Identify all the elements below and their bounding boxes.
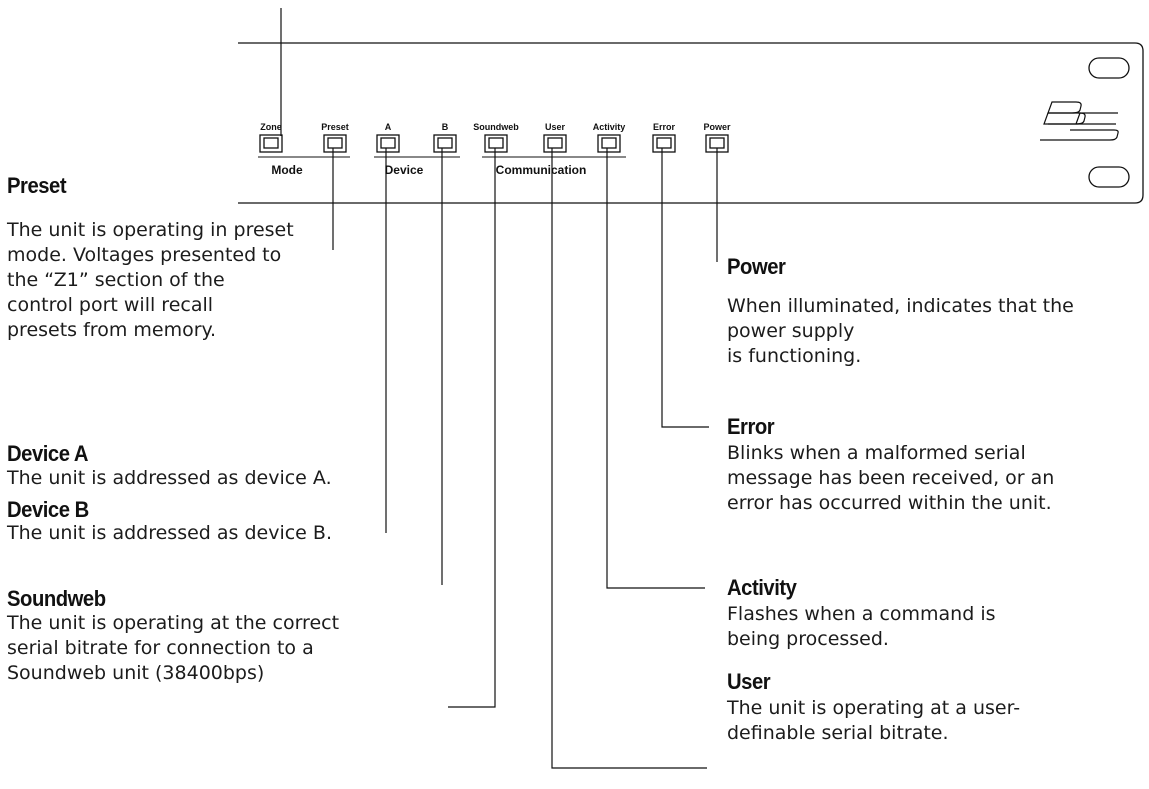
led-preset xyxy=(323,134,347,153)
led-label-power: Power xyxy=(703,122,731,132)
callout-text-power: When illuminated, indicates that the pow… xyxy=(727,295,1074,367)
callout-heading-device-b: Device B xyxy=(7,497,89,522)
led-error xyxy=(652,134,676,153)
led-label-zone: Zone xyxy=(260,122,282,132)
leader-activity xyxy=(606,148,705,589)
leader-error xyxy=(661,148,709,428)
callout-text-device-a: The unit is addressed as device A. xyxy=(7,467,332,489)
led-activity xyxy=(597,134,621,153)
group-label-mode: Mode xyxy=(271,163,303,177)
callout-text-user: The unit is operating at a user- definab… xyxy=(727,697,1021,744)
callout-heading-activity: Activity xyxy=(727,575,797,600)
led-device-a xyxy=(376,134,400,153)
group-label-communication: Communication xyxy=(496,163,587,177)
led-soundweb xyxy=(484,134,508,153)
group-label-device: Device xyxy=(385,163,424,177)
callout-heading-user: User xyxy=(727,669,771,694)
led-label-soundweb: Soundweb xyxy=(473,122,519,132)
callout-text-preset: The unit is operating in preset mode. Vo… xyxy=(7,219,294,341)
mounting-slot-top xyxy=(1088,57,1130,79)
callout-heading-error: Error xyxy=(727,414,775,439)
led-label-preset: Preset xyxy=(321,122,349,132)
led-device-b xyxy=(433,134,457,153)
led-label-b: B xyxy=(442,122,449,132)
callout-text-soundweb: The unit is operating at the correct ser… xyxy=(7,612,340,684)
callout-heading-power: Power xyxy=(727,254,786,279)
led-zone xyxy=(259,134,283,153)
led-user xyxy=(543,134,567,153)
led-label-user: User xyxy=(545,122,566,132)
led-label-a: A xyxy=(385,122,392,132)
callout-heading-preset: Preset xyxy=(7,173,67,198)
front-panel-outline xyxy=(238,42,1144,204)
callout-text-activity: Flashes when a command is being processe… xyxy=(727,603,996,650)
callout-text-error: Blinks when a malformed serial message h… xyxy=(727,442,1055,514)
led-label-error: Error xyxy=(653,122,676,132)
bss-logo-icon xyxy=(1040,101,1119,141)
callout-heading-device-a: Device A xyxy=(7,441,89,466)
callout-heading-soundweb: Soundweb xyxy=(7,586,106,611)
mounting-slot-bottom xyxy=(1088,166,1130,188)
callout-text-device-b: The unit is addressed as device B. xyxy=(7,522,332,544)
leader-user xyxy=(551,148,707,769)
leader-soundweb xyxy=(448,148,496,708)
led-label-activity: Activity xyxy=(593,122,626,132)
